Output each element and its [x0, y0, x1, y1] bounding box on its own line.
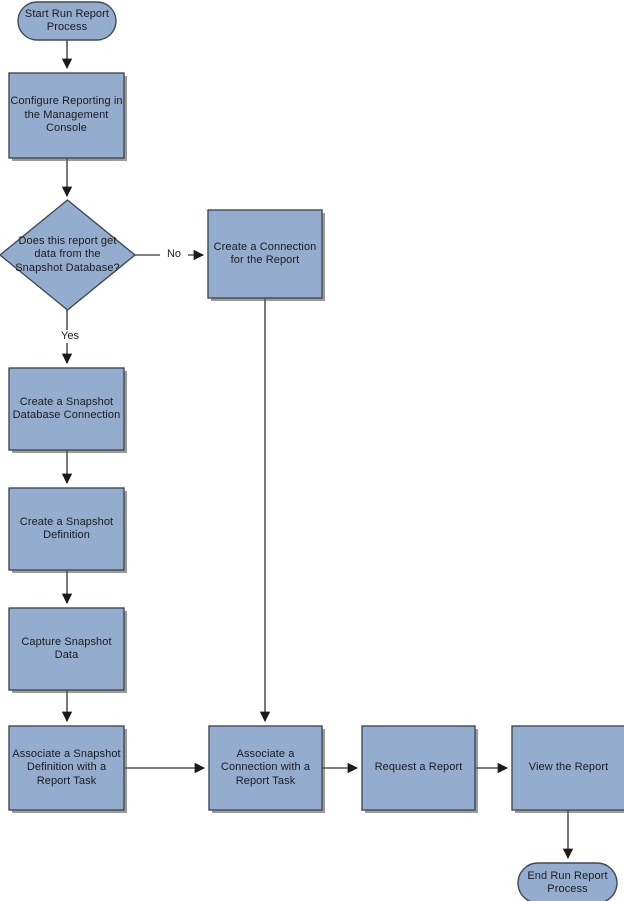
node-shape-create-snapshot-definition[interactable] [8, 487, 125, 571]
edge-label-no: No [160, 248, 188, 261]
node-shape-create-snapshot-db-connection[interactable] [8, 367, 125, 451]
node-shape-request-report[interactable] [361, 725, 476, 811]
node-shape-view-report[interactable] [511, 725, 624, 811]
node-shape-end[interactable] [517, 862, 618, 901]
node-shape-configure-reporting[interactable] [8, 72, 125, 159]
node-shape-start[interactable] [17, 1, 117, 41]
node-shape-associate-snapshot-definition[interactable] [8, 725, 125, 811]
node-shape-create-connection-report[interactable] [207, 209, 323, 299]
node-shape-snapshot-decision[interactable] [0, 199, 137, 311]
edge-label-yes: Yes [55, 330, 85, 343]
node-shape-capture-snapshot-data[interactable] [8, 607, 125, 691]
node-shape-associate-connection[interactable] [208, 725, 323, 811]
